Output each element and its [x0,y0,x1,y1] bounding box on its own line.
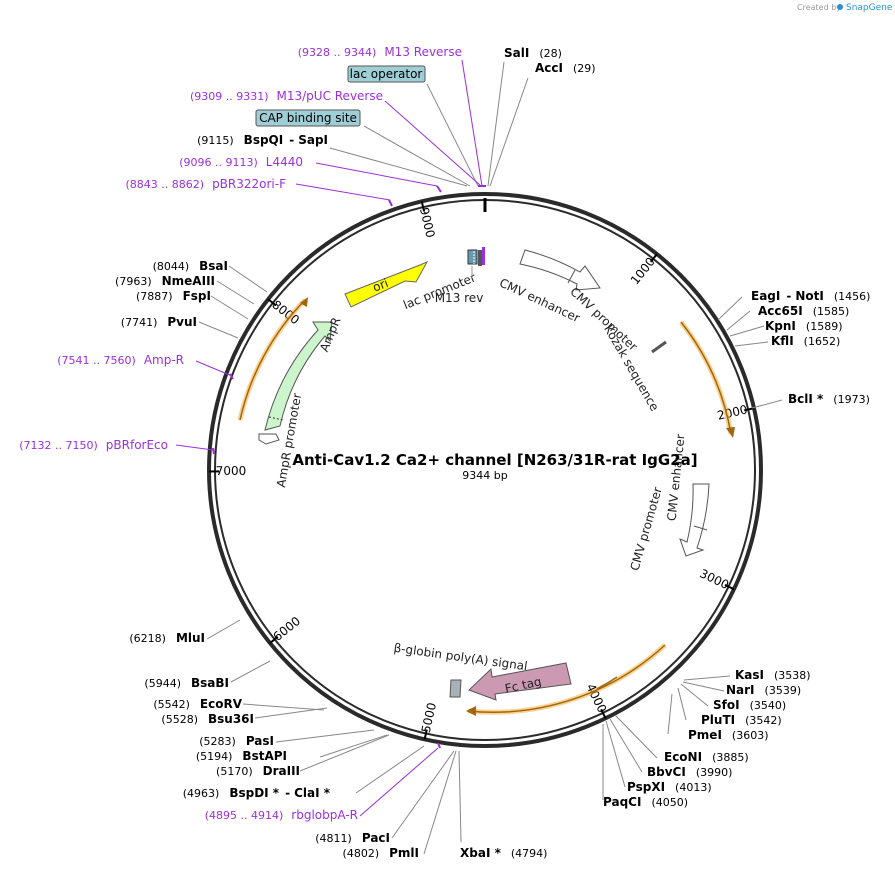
site-eagi-noti: EagI-NotI(1456) [751,289,870,303]
site-kfli: KflI(1652) [771,334,840,348]
site-fspi: (7887)FspI [136,289,211,303]
cmv-right-feature [679,483,710,557]
site-bsu36i: (5528)Bsu36I [161,712,254,726]
cmv-right-divider [693,525,708,531]
orf-arc-ampr-line [239,299,306,421]
site-pmei: PmeI(3603) [688,728,768,742]
cmv-top-feature [519,249,601,291]
primer-amp-r: (7541 .. 7560)Amp-R [57,353,184,367]
tick-mark [269,636,279,644]
tick-label: 2000 [716,402,749,422]
watermark-brand: SnapGene [846,3,893,13]
primer-m13-reverse: (9328 .. 9344)M13 Reverse [298,45,462,59]
site-acci: AccI(29) [535,61,596,75]
orf-arrow-heavy-icon [726,427,735,438]
primer-marks [212,185,486,749]
site-kasi: KasI(3538) [735,668,811,682]
tick-mark [744,407,755,412]
tick-label: 7000 [216,464,247,478]
tick-mark [724,583,735,591]
site-kpni: KpnI(1589) [765,319,842,333]
site-pasi: (5283)PasI [199,734,274,748]
cmv-promoter-right-label: CMV promoter [628,485,665,572]
site-pvui: (7741)PvuI [121,315,197,329]
backbone-outer [207,192,763,748]
watermark-prefix: Created by [797,3,841,12]
tick-mark [649,253,658,263]
site-pluti: PluTI(3542) [701,713,782,727]
lac-operator-box [347,65,426,83]
primer-leaders [175,59,483,817]
cmv-enhancer-right-label: CMV enhancer [665,433,688,521]
site-nari: NarI(3539) [726,683,801,697]
lac-operator-box-label: lac operator [350,67,423,81]
plasmid-size: 9344 bp [462,469,507,482]
m13-rev-label: M13 rev [435,291,484,305]
site-bbvci: BbvCI(3990) [647,765,732,779]
ori-feature [344,260,429,308]
polya-feature [449,679,462,698]
site-bspdi-clai: (4963)BspDI *-ClaI * [183,786,331,800]
cmv-top-divider [567,269,576,284]
tick-label: 9000 [417,206,438,239]
site-bspqi-sapi: (9115)BspQI-SapI [197,133,328,147]
site-pmli: (4802)PmlI [343,846,419,860]
primer-m13-puc-reverse: (9309 .. 9331)M13/pUC Reverse [190,89,383,103]
site-nmeaiii: (7963)NmeAIII [115,274,215,288]
site-acc65i: Acc65I(1585) [758,304,849,318]
site-bsai: (8044)BsaI [153,259,228,273]
site-mlui: (6218)MluI [129,631,205,645]
tick-mark [423,729,428,740]
site-econi: EcoNI(3885) [664,750,749,764]
lac-promoter-feature [478,250,482,266]
ampr-feature [264,321,333,431]
site-bcli: BclI *(1973) [788,392,870,406]
fc-tag-feature [468,662,572,701]
orf-arc-small [596,676,618,690]
orf-arrow-light-icon [466,706,476,716]
ampr-promoter-feature [258,433,280,445]
site-ecorv: (5542)EcoRV [153,697,242,711]
primer-l4440: (9096 .. 9113)L4440 [179,155,303,169]
tick-label: 6000 [271,614,304,644]
cap-site-box-label: CAP binding site [259,111,357,125]
lac-operator-feature [467,249,478,265]
tick-label: 5000 [419,701,439,734]
orf-arrow-ampr-icon [300,297,308,307]
tick-mark [420,201,425,212]
cmv-enhancer-top-label: CMV enhancer [497,276,582,326]
snapgene-logo-icon [837,4,843,10]
site-bsabi: (5944)BsaBI [144,676,229,690]
cap-site-box [255,109,361,127]
tick-label: 3000 [698,566,732,592]
site-sfoi: SfoI(3540) [713,698,786,712]
plasmid-name: Anti-Cav1.2 Ca2+ channel [N263/31R-rat I… [292,451,697,469]
primer-rbglobpa-r: (4895 .. 4914)rbglobpA-R [205,808,358,822]
ori-label: ori [371,276,391,295]
polya-label: β-globin poly(A) signal [393,641,529,674]
primer-pbr322ori-f: (8843 .. 8862)pBR322ori-F [126,177,287,191]
orf-arc-light-line [467,644,666,713]
kozak-feature [651,340,667,354]
orf-arc-heavy-line [680,321,732,435]
leader-lines [198,61,783,855]
site-paqci: PaqCI(4050) [603,795,688,809]
site-sali: SalI(28) [504,46,562,60]
primer-pbrforeco: (7132 .. 7150)pBRforEco [19,438,168,452]
tick-mark [600,708,607,719]
site-xbai: XbaI *(4794) [460,846,547,860]
site-bstapi: (5194)BstAPI [196,749,287,763]
site-paci: (4811)PacI [315,831,390,845]
tick-mark [267,298,277,307]
site-draiii: (5170)DraIII [216,764,300,778]
m13-rev-feature [482,247,485,265]
site-pspxi: PspXI(4013) [627,780,712,794]
